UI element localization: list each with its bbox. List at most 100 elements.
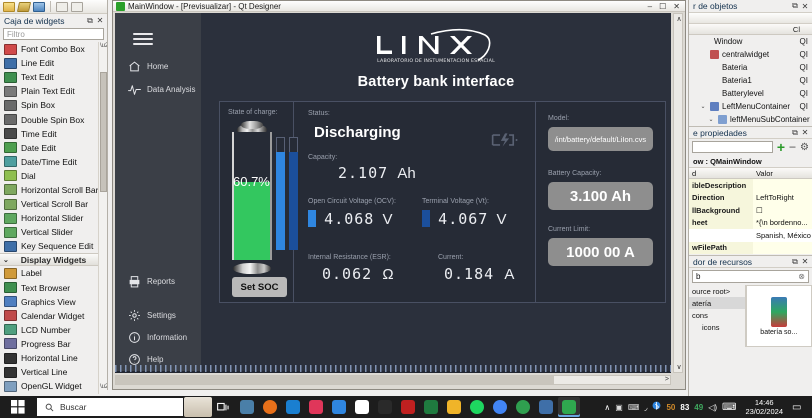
property-row[interactable]: ibleDescription <box>689 179 812 192</box>
resource-browser-close-button[interactable]: ✕ <box>801 257 809 266</box>
taskbar-terminal-icon[interactable] <box>374 397 396 417</box>
taskbar-app-icons[interactable] <box>236 397 580 417</box>
property-row[interactable]: llBackground☐ <box>689 204 812 217</box>
property-editor-float-button[interactable]: ⧉ <box>792 127 798 137</box>
form-vertical-scrollbar[interactable]: ∧ ∨ <box>673 13 683 373</box>
toolbar-open-icon[interactable] <box>16 1 32 12</box>
taskbar-book-icon[interactable] <box>535 397 557 417</box>
widget-box-item[interactable]: Key Sequence Edit <box>0 239 107 253</box>
model-field[interactable]: /int/battery/default/LiIon.cvs <box>548 127 653 151</box>
tray-item-0[interactable]: ▣ <box>615 402 623 412</box>
property-row[interactable]: heet*{\n bordenno... <box>689 216 812 229</box>
resource-tree-item[interactable]: cons <box>692 310 708 320</box>
menu-item-home[interactable]: Home <box>128 60 168 73</box>
property-value[interactable]: *{\n bordenno... <box>752 216 812 229</box>
widget-box-item[interactable]: Vertical Line <box>0 365 107 379</box>
scroll-up-icon[interactable]: \u2227 <box>100 43 107 49</box>
configure-property-icon[interactable]: ⚙ <box>800 141 809 153</box>
widget-box-item[interactable]: Date Edit <box>0 141 107 155</box>
widget-box-close-button[interactable]: ✕ <box>96 16 104 25</box>
task-view-button[interactable] <box>212 397 234 417</box>
bluetooth-icon[interactable] <box>652 398 661 416</box>
menu-item-settings[interactable]: Settings <box>128 309 176 322</box>
property-row[interactable]: wFilePath <box>689 241 812 254</box>
widget-box-item[interactable]: Label <box>0 266 107 280</box>
toolbar-new-icon[interactable] <box>3 1 15 12</box>
widget-box-item[interactable]: Vertical Slider <box>0 225 107 239</box>
widget-box-item[interactable]: LCD Number <box>0 323 107 337</box>
set-soc-button[interactable]: Set SOC <box>232 277 287 297</box>
widget-box-item[interactable]: Spin Box <box>0 98 107 112</box>
taskbar-excel-icon[interactable] <box>420 397 442 417</box>
taskbar-widget-preview[interactable] <box>184 397 212 417</box>
resource-search-input[interactable]: b ⊗ <box>692 270 809 283</box>
tray-expand-icon[interactable]: ∧ <box>604 402 611 412</box>
taskbar-file-explorer-icon[interactable] <box>443 397 465 417</box>
widget-box-item[interactable]: Horizontal Scroll Bar <box>0 183 107 197</box>
widget-box-item[interactable]: Horizontal Line <box>0 351 107 365</box>
taskbar-search-box[interactable]: Buscar <box>37 398 183 416</box>
taskbar-spotify-icon[interactable] <box>466 397 488 417</box>
form-canvas[interactable]: Home Data Analysis <box>115 13 671 373</box>
keyboard-icon[interactable]: ⌨ <box>722 401 737 413</box>
taskbar-chrome-icon[interactable] <box>489 397 511 417</box>
remove-property-icon[interactable]: − <box>789 140 797 154</box>
widget-box-scroll-thumb[interactable] <box>100 72 107 192</box>
taskbar-mail-icon[interactable] <box>282 397 304 417</box>
taskbar-globe-icon[interactable] <box>512 397 534 417</box>
taskbar-firefox-icon[interactable] <box>259 397 281 417</box>
taskbar-keepass-icon[interactable] <box>397 397 419 417</box>
widget-box-item[interactable]: Font Combo Box <box>0 42 107 56</box>
resource-thumbnail-grid[interactable]: batería so... <box>745 285 812 347</box>
scroll-down-icon[interactable]: \u2228 <box>100 384 107 390</box>
widget-box-item[interactable]: Horizontal Slider <box>0 211 107 225</box>
taskbar-vscode-icon[interactable] <box>328 397 350 417</box>
widget-box-item[interactable]: Double Spin Box <box>0 112 107 126</box>
property-row[interactable]: Spanish, México <box>689 229 812 242</box>
tray-item-1[interactable]: ⌨ <box>627 402 640 412</box>
widget-box-item[interactable]: OpenGL Widget <box>0 379 107 393</box>
property-value[interactable] <box>752 241 812 254</box>
taskbar-qt-designer-icon[interactable] <box>236 397 258 417</box>
widget-box-float-button[interactable]: ⧉ <box>87 15 93 25</box>
widget-box-item[interactable]: Time Edit <box>0 127 107 141</box>
widget-box-item[interactable]: Vertical Scroll Bar <box>0 197 107 211</box>
tree-twisty-icon[interactable]: ⌄ <box>708 117 714 123</box>
notification-center-icon[interactable]: ▭ <box>792 401 802 413</box>
menu-item-information[interactable]: Information <box>128 331 187 344</box>
widget-box-item[interactable]: Graphics View <box>0 295 107 309</box>
close-button[interactable]: ✕ <box>673 1 680 11</box>
current-limit-field[interactable]: 1000 00 A <box>548 238 653 266</box>
widget-box-category-display-widgets[interactable]: ⌄ Display Widgets <box>0 253 107 267</box>
taskbar-notion-icon[interactable] <box>351 397 373 417</box>
widget-box-item[interactable]: Progress Bar <box>0 337 107 351</box>
property-value[interactable] <box>752 179 812 192</box>
widget-box-item[interactable]: Date/Time Edit <box>0 155 107 169</box>
taskbar-dropbox-icon[interactable] <box>558 397 580 417</box>
toolbar-save-icon[interactable] <box>33 1 45 12</box>
widget-box-item[interactable]: Text Browser <box>0 281 107 295</box>
widget-box-scrollbar[interactable]: \u2227 \u2228 <box>98 42 107 394</box>
widget-box-item[interactable]: Line Edit <box>0 56 107 70</box>
tray-number-1[interactable]: 50 <box>666 402 676 412</box>
widget-box-item[interactable]: Calendar Widget <box>0 309 107 323</box>
property-value[interactable]: ☐ <box>752 204 812 217</box>
battery-resource-thumbnail[interactable] <box>770 296 787 327</box>
object-inspector-row[interactable]: ⌄leftMenuSubContainerQI <box>689 113 812 126</box>
toolbar-layout-v-icon[interactable] <box>71 1 83 12</box>
form-hscroll-thumb[interactable] <box>116 376 554 384</box>
widget-box-item[interactable]: Dial <box>0 169 107 183</box>
tray-item-2[interactable]: ◞ <box>644 402 648 412</box>
add-property-icon[interactable]: + <box>776 139 786 155</box>
resource-browser-float-button[interactable]: ⧉ <box>792 256 798 266</box>
volume-icon[interactable]: ◁) <box>708 402 718 412</box>
